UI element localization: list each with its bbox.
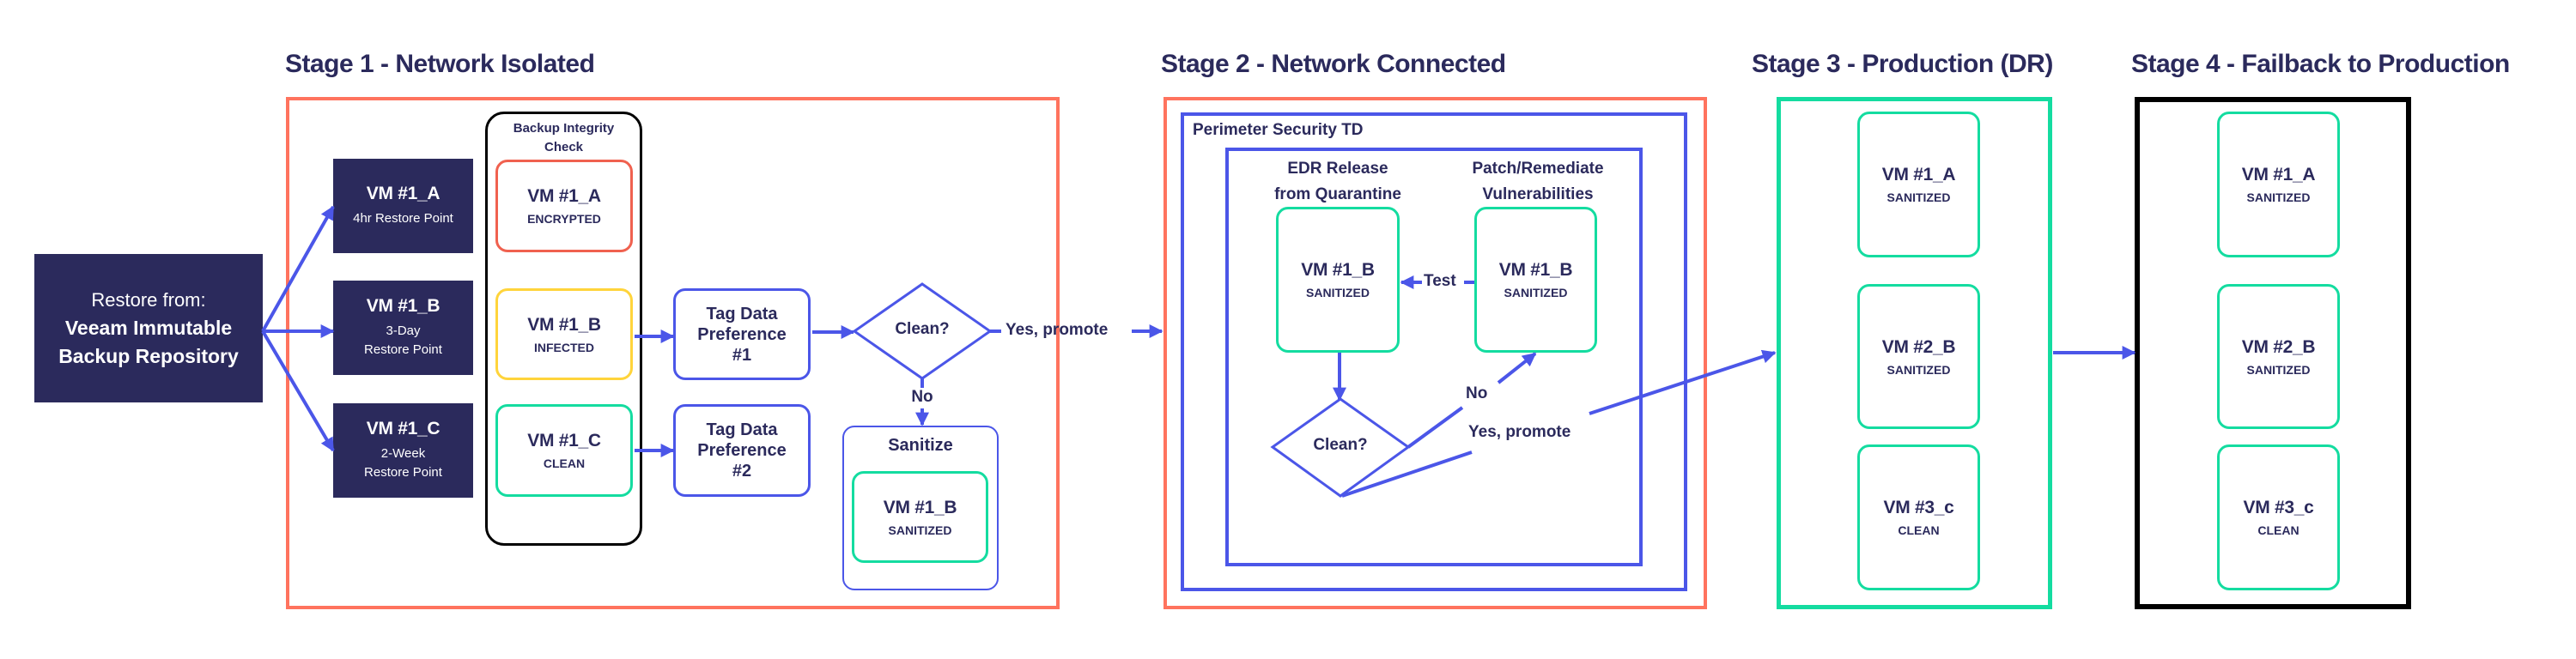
tag-preference-1-box: Tag Data Preference #1 [673, 288, 811, 380]
stage-2-title: Stage 2 - Network Connected [1161, 50, 1506, 78]
vm-status: CLEAN [1898, 523, 1940, 537]
vm-name: VM #1_A [2241, 165, 2316, 184]
vm-name: VM #2_B [1881, 336, 1956, 357]
edr-release-title: EDR Release from Quarantine [1274, 160, 1401, 203]
vm-name: VM #1_C [527, 431, 601, 450]
arrow-restore-to-vm-a [261, 205, 335, 332]
vm-name: VM #3_c [1883, 498, 1954, 517]
vm-status: SANITIZED [888, 523, 952, 537]
vm-name: VM #1_A [527, 186, 601, 206]
arrow-yes-to-stage3 [1589, 349, 1777, 415]
decision-diamond [852, 282, 993, 380]
decision-diamond [1270, 397, 1411, 498]
vm-status: SANITIZED [1504, 286, 1568, 299]
vm-card-clean: VM #1_C CLEAN [495, 404, 633, 497]
decision-label: Clean? [895, 320, 950, 338]
vm-name: VM #1_B [1498, 260, 1573, 280]
restore-point-box: VM #1_B 3-Day Restore Point [333, 281, 473, 375]
perimeter-security-frame: Perimeter Security TD [1181, 112, 1687, 591]
patch-vm-card: VM #1_B SANITIZED [1474, 207, 1597, 353]
restore-point-label: 4hr Restore Point [353, 211, 453, 226]
stage-3-frame [1777, 97, 2052, 609]
restore-point-box: VM #1_A 4hr Restore Point [333, 159, 473, 253]
vm-name: VM #1_B [527, 314, 601, 335]
tag-preference-2-box: Tag Data Preference #2 [673, 404, 811, 497]
vm-status: SANITIZED [2246, 362, 2311, 377]
vm-name: VM #2_B [2241, 336, 2316, 357]
stage4-vm-card: VM #3_c CLEAN [2217, 444, 2340, 590]
stage-3-title: Stage 3 - Production (DR) [1752, 50, 2053, 78]
no-label: No [911, 388, 933, 406]
test-label: Test [1424, 272, 1456, 290]
stage-2-frame [1163, 97, 1707, 609]
stage-1-title: Stage 1 - Network Isolated [285, 50, 595, 78]
vm-status: CLEAN [543, 456, 586, 470]
integrity-check-group: Backup Integrity Check [485, 112, 642, 546]
vm-card-encrypted: VM #1_A ENCRYPTED [495, 160, 633, 252]
vm-status: CLEAN [2257, 523, 2300, 537]
restore-point-label: 3-Day Restore Point [364, 323, 442, 357]
connector-yes-start [1341, 450, 1473, 498]
stage3-vm-card: VM #1_A SANITIZED [1857, 112, 1980, 257]
perimeter-security-title: Perimeter Security TD [1193, 121, 1364, 139]
sanitize-title: Sanitize [888, 436, 953, 455]
remediation-frame [1225, 148, 1643, 566]
vm-status: INFECTED [534, 340, 594, 354]
yes-promote-label: Yes, promote [1468, 423, 1571, 441]
restore-point-box: VM #1_C 2-Week Restore Point [333, 403, 473, 498]
stage4-vm-card: VM #2_B SANITIZED [2217, 284, 2340, 429]
yes-promote-label: Yes, promote [1005, 321, 1109, 339]
vm-status: SANITIZED [2246, 190, 2311, 204]
restore-source-box: Restore from: Veeam Immutable Backup Rep… [34, 254, 263, 402]
connector-no-start [1406, 406, 1464, 449]
vm-status: SANITIZED [1306, 286, 1370, 299]
repository-name-line2: Backup Repository [58, 345, 239, 367]
tag-preference-label: Tag Data Preference #2 [697, 420, 787, 481]
integrity-check-title: Backup Integrity Check [513, 121, 615, 154]
vm-name: VM #3_c [2243, 498, 2314, 517]
vm-status: ENCRYPTED [527, 212, 601, 226]
vm-name: VM #1_B [366, 296, 440, 316]
patch-remediate-title: Patch/Remediate Vulnerabilities [1472, 160, 1604, 203]
vm-name: VM #1_B [883, 497, 957, 517]
decision-label: Clean? [1313, 436, 1368, 454]
vm-name: VM #1_A [366, 184, 440, 203]
no-label: No [1466, 384, 1488, 402]
sanitize-group: Sanitize [842, 426, 999, 590]
vm-card-infected: VM #1_B INFECTED [495, 288, 633, 380]
vm-name: VM #1_B [1301, 260, 1375, 280]
stage-4-frame [2135, 97, 2411, 609]
stage4-vm-card: VM #1_A SANITIZED [2217, 112, 2340, 257]
stage3-vm-card: VM #3_c CLEAN [1857, 444, 1980, 590]
restore-point-label: 2-Week Restore Point [364, 446, 442, 480]
vm-status: SANITIZED [1886, 190, 1951, 204]
restore-label: Restore from: [91, 289, 206, 311]
vm-name: VM #1_A [1881, 165, 1956, 184]
arrow-no-to-patch [1497, 352, 1537, 384]
repository-name-line1: Veeam Immutable [64, 317, 233, 339]
tag-preference-label: Tag Data Preference #1 [697, 304, 787, 365]
stage3-vm-card: VM #2_B SANITIZED [1857, 284, 1980, 429]
edr-vm-card: VM #1_B SANITIZED [1276, 207, 1400, 353]
vm-name: VM #1_C [366, 419, 440, 438]
stage-4-title: Stage 4 - Failback to Production [2131, 50, 2510, 78]
arrow-restore-to-vm-c [261, 330, 335, 452]
vm-card-sanitized: VM #1_B SANITIZED [852, 471, 988, 563]
stage-1-frame [286, 97, 1060, 609]
vm-status: SANITIZED [1886, 362, 1951, 377]
